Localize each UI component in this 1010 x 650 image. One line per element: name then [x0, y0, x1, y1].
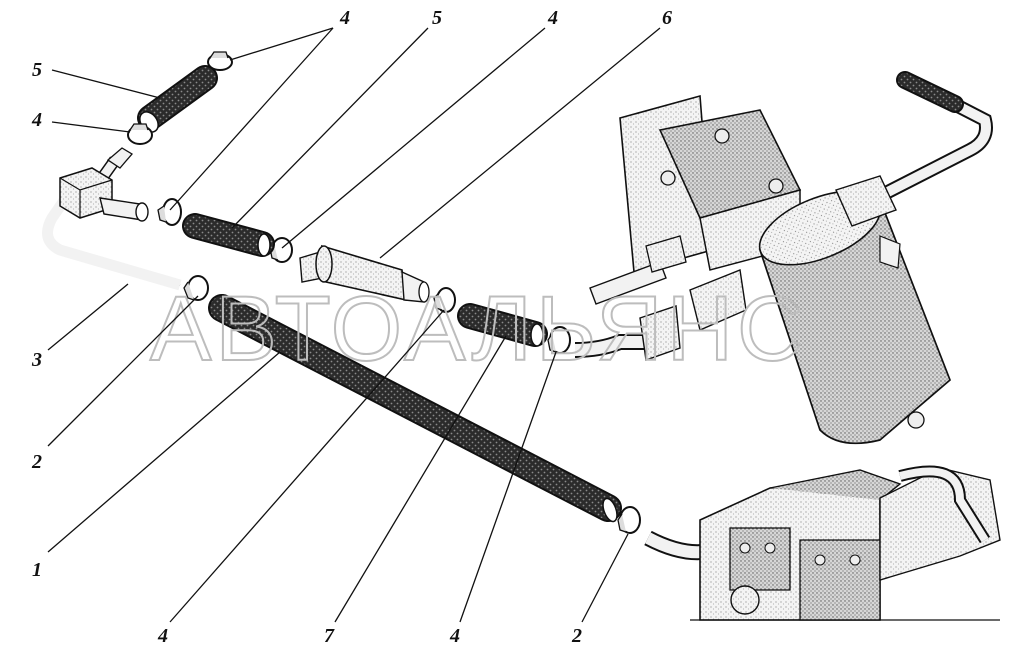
fuel-pump-assembly	[589, 94, 802, 305]
hose-1-long	[208, 294, 622, 523]
clamp-left	[127, 123, 153, 145]
clamp-top	[207, 51, 233, 71]
callout-left-3: 3	[31, 349, 42, 371]
pipe-top-right	[876, 71, 993, 203]
clamp-mid1	[157, 198, 182, 226]
callout-left-1: 1	[32, 559, 42, 581]
callout-top-5: 5	[432, 7, 442, 29]
callout-left-5: 5	[32, 59, 42, 81]
clamp-bottom-right	[617, 506, 641, 534]
callout-bottom-2: 2	[571, 625, 582, 647]
callout-left-4: 4	[31, 109, 42, 131]
clamp-filter-left	[433, 287, 456, 313]
callout-bottom-4a: 4	[157, 625, 168, 647]
callout-top-4a: 4	[339, 7, 350, 29]
valve-block-assembly	[690, 465, 1001, 621]
callout-bottom-7: 7	[324, 625, 335, 647]
callout-left-2: 2	[31, 451, 42, 473]
inline-filter-6	[299, 244, 430, 303]
leader-lines	[47, 27, 661, 623]
tee-fitting	[59, 147, 149, 222]
hose-5-left	[137, 65, 218, 133]
watermark-text: АВТОАЛЬЯНС	[150, 278, 808, 380]
hose-5-mid	[182, 213, 275, 257]
callout-top-4b: 4	[547, 7, 558, 29]
fuel-filter-housing	[639, 175, 952, 445]
callout-bottom-4b: 4	[449, 625, 460, 647]
clamp-left-pipe	[183, 275, 209, 301]
callout-labels: 4 5 4 6 5 4 3 2 1 4 7 4 2	[31, 7, 672, 647]
hose-7	[457, 303, 548, 347]
pipe-to-filter	[574, 334, 650, 358]
clamp-hose7	[547, 326, 571, 354]
callout-top-6: 6	[662, 7, 672, 29]
